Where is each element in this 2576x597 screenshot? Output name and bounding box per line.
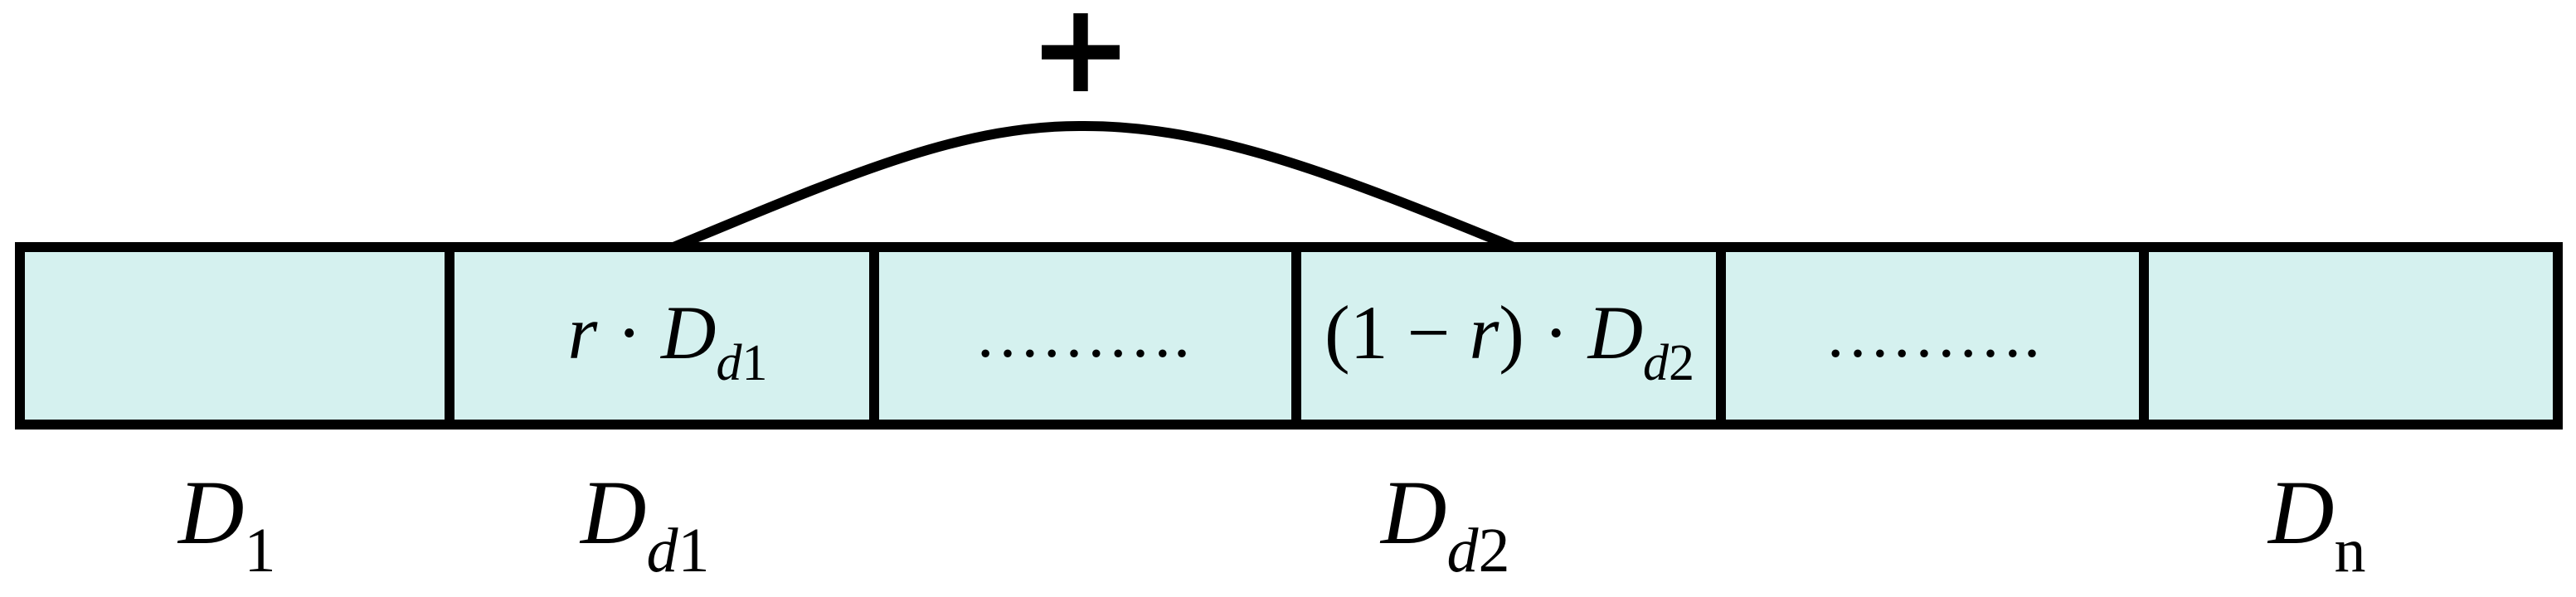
- cell-4-formula: (1 − r) · Dd2: [1324, 290, 1694, 391]
- label-Dd2: Dd2: [1379, 462, 1509, 585]
- plus-operator: +: [1028, 0, 1133, 121]
- formula-part: r: [1469, 290, 1499, 375]
- formula-part: D: [659, 290, 716, 375]
- label-subscript: 1: [678, 516, 709, 585]
- formula-part: ……….: [975, 298, 1190, 371]
- label-subscript: d: [646, 516, 678, 585]
- formula-part: r: [568, 290, 599, 375]
- label-main: D: [1379, 462, 1446, 563]
- label-Dd1: Dd1: [579, 462, 709, 585]
- formula-part: 2: [1669, 335, 1694, 391]
- label-Dn: Dn: [2267, 462, 2365, 585]
- formula-part: D: [1587, 290, 1643, 375]
- label-D1: D1: [177, 462, 275, 585]
- cell-5-ellipsis: ……….: [1825, 298, 2040, 371]
- combination-arc: [671, 120, 1516, 252]
- formula-part: (1 −: [1324, 290, 1470, 375]
- formula-part: ) ·: [1499, 290, 1587, 375]
- array-strip: [15, 242, 2563, 430]
- label-subscript: 2: [1478, 516, 1509, 585]
- formula-part: d: [1643, 335, 1670, 391]
- formula-part: ·: [597, 290, 661, 375]
- label-subscript: d: [1446, 516, 1479, 585]
- formula-part: 1: [741, 335, 767, 391]
- formula-part: ……….: [1825, 298, 2040, 371]
- label-subscript: n: [2334, 516, 2365, 585]
- label-subscript: 1: [244, 516, 275, 585]
- label-main: D: [2267, 462, 2334, 563]
- label-main: D: [579, 462, 646, 563]
- formula-part: d: [716, 335, 742, 391]
- label-main: D: [177, 462, 244, 563]
- cell-2-formula: r · Dd1: [568, 290, 768, 391]
- cell-dividers: [445, 247, 2149, 425]
- cell-3-ellipsis: ……….: [975, 298, 1190, 371]
